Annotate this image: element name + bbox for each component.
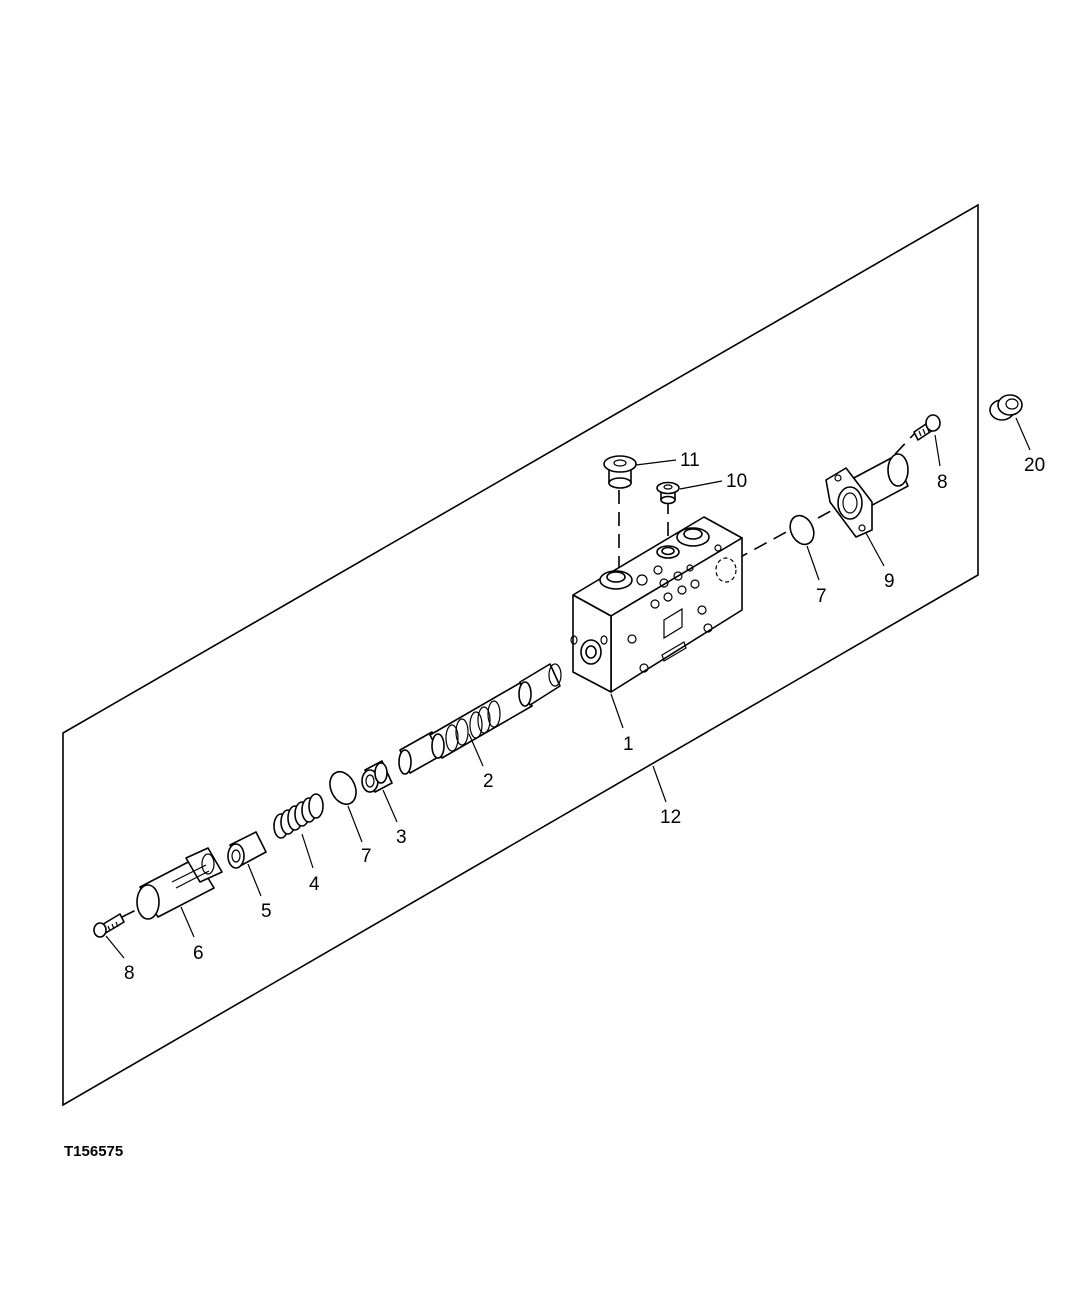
- leader-lines: [105, 417, 1031, 959]
- spool: [398, 663, 562, 775]
- end-cap-right: [825, 453, 909, 538]
- cap-screw-right: [913, 414, 941, 441]
- o-ring-right: [789, 514, 815, 546]
- callout-10: 10: [726, 471, 747, 492]
- spring: [273, 793, 324, 839]
- callout-9: 9: [884, 571, 895, 592]
- callout-7-right: 7: [816, 586, 827, 607]
- callout-20: 20: [1024, 455, 1045, 476]
- callout-7-left: 7: [361, 846, 372, 867]
- callout-3: 3: [396, 827, 407, 848]
- plug-large: [603, 455, 637, 489]
- callout-8-left: 8: [124, 963, 135, 984]
- plug-20: [989, 394, 1023, 421]
- callout-6: 6: [193, 943, 204, 964]
- figure-id-label: T156575: [64, 1143, 124, 1160]
- o-ring-left: [329, 770, 357, 806]
- callout-12: 12: [660, 807, 681, 828]
- end-cap-left: [136, 847, 223, 920]
- plug-small: [656, 481, 680, 505]
- cap-screw-left: [93, 913, 125, 938]
- callout-8-right: 8: [937, 472, 948, 493]
- spring-seat: [227, 831, 267, 869]
- sleeve: [361, 760, 393, 793]
- callout-1: 1: [623, 734, 634, 755]
- callout-5: 5: [261, 901, 272, 922]
- valve-housing: [570, 516, 743, 693]
- kit-boundary-frame: [62, 203, 979, 1107]
- callout-11: 11: [680, 450, 700, 471]
- callout-4: 4: [309, 874, 320, 895]
- callout-2: 2: [483, 771, 494, 792]
